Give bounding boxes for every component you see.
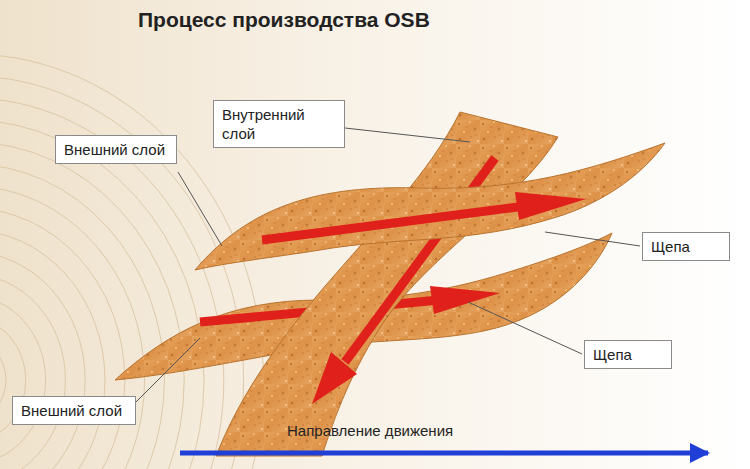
arrow-head [312, 352, 357, 404]
direction-label: Направление движения [287, 422, 453, 439]
inner-strand [216, 112, 558, 456]
arrow-head [515, 192, 586, 220]
direction-arrow [180, 451, 708, 456]
callout-text: Внешний слой [21, 401, 127, 420]
callout-box: Щепа [584, 340, 672, 369]
diagram-title: Процесс производства OSB [138, 8, 430, 32]
outer-strand-upper [195, 143, 665, 270]
callout-text: Щепа [593, 345, 663, 364]
callout-box: Щепа [642, 232, 730, 261]
callout-box: Внешний слой [55, 135, 177, 164]
arrow-shaft [262, 206, 525, 240]
callout-box: Внешний слой [12, 396, 136, 425]
callout-text: Внутренний слой [222, 105, 336, 143]
arrow-head [430, 286, 500, 314]
leader-lines [136, 128, 640, 402]
callout-box: Внутренний слой [213, 100, 345, 148]
callout-text: Щепа [651, 237, 721, 256]
callout-text: Внешний слой [64, 140, 168, 159]
